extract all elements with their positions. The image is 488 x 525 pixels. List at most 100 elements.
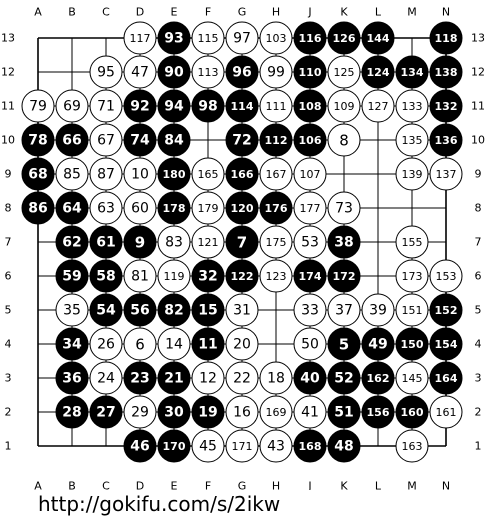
black-stone: 180 [157,157,191,191]
move-number: 96 [232,65,251,81]
white-stone: 24 [89,361,123,395]
white-stone: 67 [89,123,123,157]
move-number: 164 [435,372,458,385]
white-stone: 107 [293,157,327,191]
move-number: 127 [368,100,389,113]
move-number: 7 [237,234,247,252]
black-stone: 160 [395,395,429,429]
white-stone: 14 [157,327,191,361]
white-stone: 175 [259,225,293,259]
row-label: 8 [5,202,12,215]
black-stone: 94 [157,89,191,123]
row-label: 4 [475,338,482,351]
white-stone: 179 [191,191,225,225]
row-label: 3 [5,372,12,385]
black-stone: 46 [123,429,157,463]
black-stone: 28 [55,395,89,429]
move-number: 110 [299,66,322,79]
white-stone: 31 [225,293,259,327]
column-label: L [375,6,382,19]
white-stone: 20 [225,327,259,361]
move-number: 62 [62,235,81,251]
row-label: 11 [471,100,485,113]
move-number: 109 [334,100,355,113]
white-stone: 97 [225,21,259,55]
column-label: C [102,6,110,19]
white-stone: 177 [293,191,327,225]
move-number: 15 [198,303,217,319]
move-number: 174 [299,270,322,283]
move-number: 123 [266,270,287,283]
white-stone: 109 [327,89,361,123]
move-number: 43 [267,439,285,455]
white-stone: 137 [429,157,463,191]
white-stone: 153 [429,259,463,293]
white-stone: 71 [89,89,123,123]
move-number: 19 [198,405,217,421]
move-number: 51 [334,405,353,421]
row-label: 2 [5,406,12,419]
black-stone: 23 [123,361,157,395]
move-number: 48 [334,439,353,455]
move-number: 36 [62,371,81,387]
move-number: 59 [62,269,81,285]
move-number: 37 [335,303,353,319]
black-stone: 5 [327,327,361,361]
column-label: K [340,6,348,19]
column-label: H [272,480,280,491]
row-label: 11 [1,100,15,113]
column-label: N [442,480,450,491]
move-number: 117 [130,32,151,45]
row-label: 12 [1,66,15,79]
black-stone: 144 [361,21,395,55]
move-number: 161 [436,406,457,419]
move-number: 58 [96,269,115,285]
move-number: 90 [164,65,184,81]
black-stone: 134 [395,55,429,89]
source-url[interactable]: http://gokifu.com/s/2ikw [38,492,281,516]
row-label: 7 [475,236,482,249]
move-number: 5 [339,336,349,354]
move-number: 60 [131,201,149,217]
black-stone: 40 [293,361,327,395]
move-number: 165 [198,168,219,181]
black-stone: 34 [55,327,89,361]
move-number: 121 [198,236,219,249]
white-stone: 35 [55,293,89,327]
black-stone: 118 [429,21,463,55]
black-stone: 19 [191,395,225,429]
row-label: 7 [5,236,12,249]
row-label: 6 [475,270,482,283]
black-stone: 114 [225,89,259,123]
move-number: 168 [299,440,322,453]
move-number: 133 [402,100,423,113]
column-label: C [102,480,110,491]
row-label: 5 [5,304,12,317]
move-number: 107 [300,168,321,181]
white-stone: 123 [259,259,293,293]
white-stone: 133 [395,89,429,123]
move-number: 137 [436,168,457,181]
column-label: M [407,480,417,491]
white-stone: 83 [157,225,191,259]
white-stone: 87 [89,157,123,191]
black-stone: 112 [259,123,293,157]
white-stone: 115 [191,21,225,55]
move-number: 83 [165,235,183,251]
black-stone: 92 [123,89,157,123]
move-number: 54 [96,303,116,319]
move-number: 153 [436,270,457,283]
row-label: 9 [475,168,482,181]
black-stone: 82 [157,293,191,327]
move-number: 46 [130,439,149,455]
white-stone: 6 [123,327,157,361]
move-number: 93 [164,31,183,47]
move-number: 125 [334,66,355,79]
column-label: A [34,6,42,19]
move-number: 24 [97,371,115,387]
black-stone: 178 [157,191,191,225]
move-number: 39 [369,303,387,319]
row-label: 10 [1,134,15,147]
white-stone: 171 [225,429,259,463]
column-label: H [272,6,280,19]
